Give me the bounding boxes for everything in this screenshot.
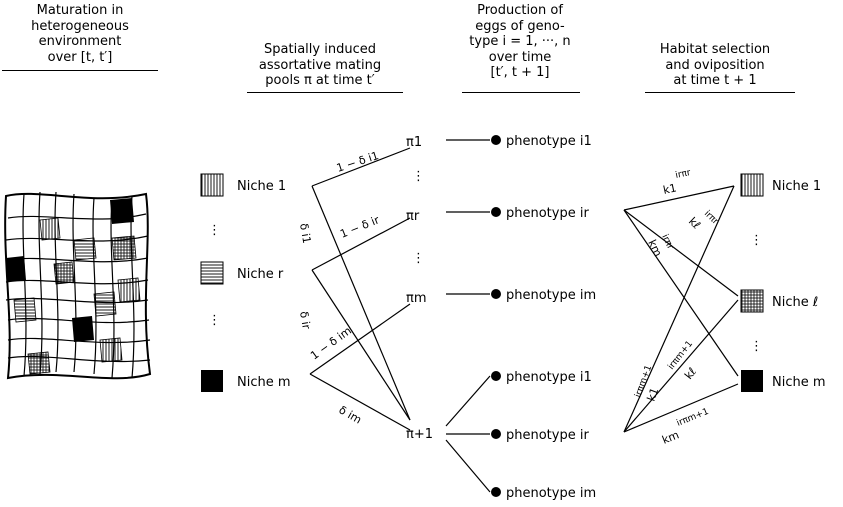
header-line: Habitat selection bbox=[659, 42, 771, 57]
header-rule-production bbox=[462, 92, 580, 93]
left-niche-r-label: Niche r bbox=[237, 267, 284, 282]
phenotype-dot bbox=[491, 429, 501, 439]
header-rule-maturation bbox=[2, 70, 158, 71]
header-line: assortative mating bbox=[258, 57, 382, 73]
phenotype-label: phenotype im bbox=[506, 288, 596, 303]
header-line: Spatially induced bbox=[264, 42, 376, 57]
pool-to-phenotype-lines bbox=[445, 139, 491, 493]
phenotype-label: phenotype i1 bbox=[506, 370, 592, 385]
right-niche-m-label: Niche m bbox=[772, 375, 826, 390]
left-niche-1-label: Niche 1 bbox=[237, 179, 286, 194]
label-k1-pir: k1 bbox=[662, 181, 678, 196]
header-line: pools π at time t′ bbox=[265, 73, 375, 88]
header-line: heterogeneous bbox=[31, 18, 129, 34]
header-mating-pools: Spatially induced assortative mating poo… bbox=[235, 42, 405, 89]
label-kl-pm1: kℓ bbox=[682, 365, 699, 382]
label-delta-i1: δ i1 bbox=[297, 222, 313, 244]
right-niche-l-label: Niche ℓ bbox=[772, 295, 818, 310]
label-km-pm1-sup: irπm+1 bbox=[675, 407, 710, 429]
header-line: Maturation in bbox=[36, 3, 124, 18]
header-production: Production of eggs of geno- type i = 1, … bbox=[445, 3, 595, 81]
phenotype-dot bbox=[491, 135, 501, 145]
header-line: Production of bbox=[477, 3, 563, 18]
ellipsis-pool-1: ⋮ bbox=[412, 169, 425, 184]
header-line: at time t + 1 bbox=[673, 73, 757, 88]
header-maturation: Maturation in heterogeneous environment … bbox=[0, 3, 160, 65]
ellipsis-right-1: ⋮ bbox=[750, 233, 763, 248]
ellipsis-pool-2: ⋮ bbox=[412, 251, 425, 266]
right-niche-1-swatch bbox=[740, 173, 764, 197]
pool-pi-m: πm bbox=[406, 291, 427, 306]
header-rule-habitat bbox=[645, 92, 795, 93]
header-line: over time bbox=[488, 49, 552, 65]
phenotype-dot bbox=[491, 371, 501, 381]
left-niche-1-swatch bbox=[200, 173, 224, 197]
pool-pi-r: πr bbox=[406, 209, 420, 224]
left-niche-m-swatch bbox=[201, 370, 223, 392]
label-one-minus-delta-im: 1 − δ im bbox=[308, 324, 354, 362]
label-k1-pir-sup: irπr bbox=[675, 168, 692, 181]
niche-to-pool-lines bbox=[309, 147, 411, 431]
phenotype-label: phenotype ir bbox=[506, 428, 589, 443]
pool-pi-plus-1: π+1 bbox=[406, 427, 433, 442]
oviposition-lines bbox=[623, 185, 739, 433]
ellipsis-right-2: ⋮ bbox=[750, 339, 763, 354]
label-km-pm1: km bbox=[660, 428, 681, 446]
label-delta-ir: δ ir bbox=[297, 310, 313, 330]
right-niche-1-label: Niche 1 bbox=[772, 179, 821, 194]
left-niche-m-label: Niche m bbox=[237, 375, 291, 390]
header-line: and oviposition bbox=[665, 57, 765, 73]
label-delta-im: δ im bbox=[337, 403, 364, 426]
header-line: eggs of geno- bbox=[475, 18, 565, 34]
header-habitat: Habitat selection and oviposition at tim… bbox=[630, 42, 800, 89]
phenotype-dot bbox=[491, 207, 501, 217]
environment-mosaic bbox=[4, 191, 152, 380]
header-line: [t′, t + 1] bbox=[490, 65, 550, 80]
ellipsis-left-2: ⋮ bbox=[208, 313, 221, 328]
phenotype-label: phenotype i1 bbox=[506, 134, 592, 149]
phenotype-label: phenotype im bbox=[506, 486, 596, 501]
header-line: environment bbox=[38, 34, 122, 49]
label-kl-pir: kℓ bbox=[686, 215, 703, 232]
ellipsis-left-1: ⋮ bbox=[208, 223, 221, 238]
phenotype-label: phenotype ir bbox=[506, 206, 589, 221]
right-niche-m-swatch bbox=[741, 370, 763, 392]
header-line: type i = 1, ···, n bbox=[469, 34, 571, 49]
label-one-minus-delta-i1: 1 − δ i1 bbox=[335, 149, 380, 175]
label-k1-pm1: k1 bbox=[645, 386, 662, 403]
right-niche-l-swatch bbox=[740, 289, 764, 313]
phenotype-dot bbox=[491, 487, 501, 497]
header-rule-mating-pools bbox=[247, 92, 403, 93]
header-line: over [t, t′] bbox=[47, 49, 113, 65]
pool-pi-1: π1 bbox=[406, 135, 422, 150]
left-niche-r-swatch bbox=[200, 261, 224, 285]
phenotype-dot bbox=[491, 289, 501, 299]
